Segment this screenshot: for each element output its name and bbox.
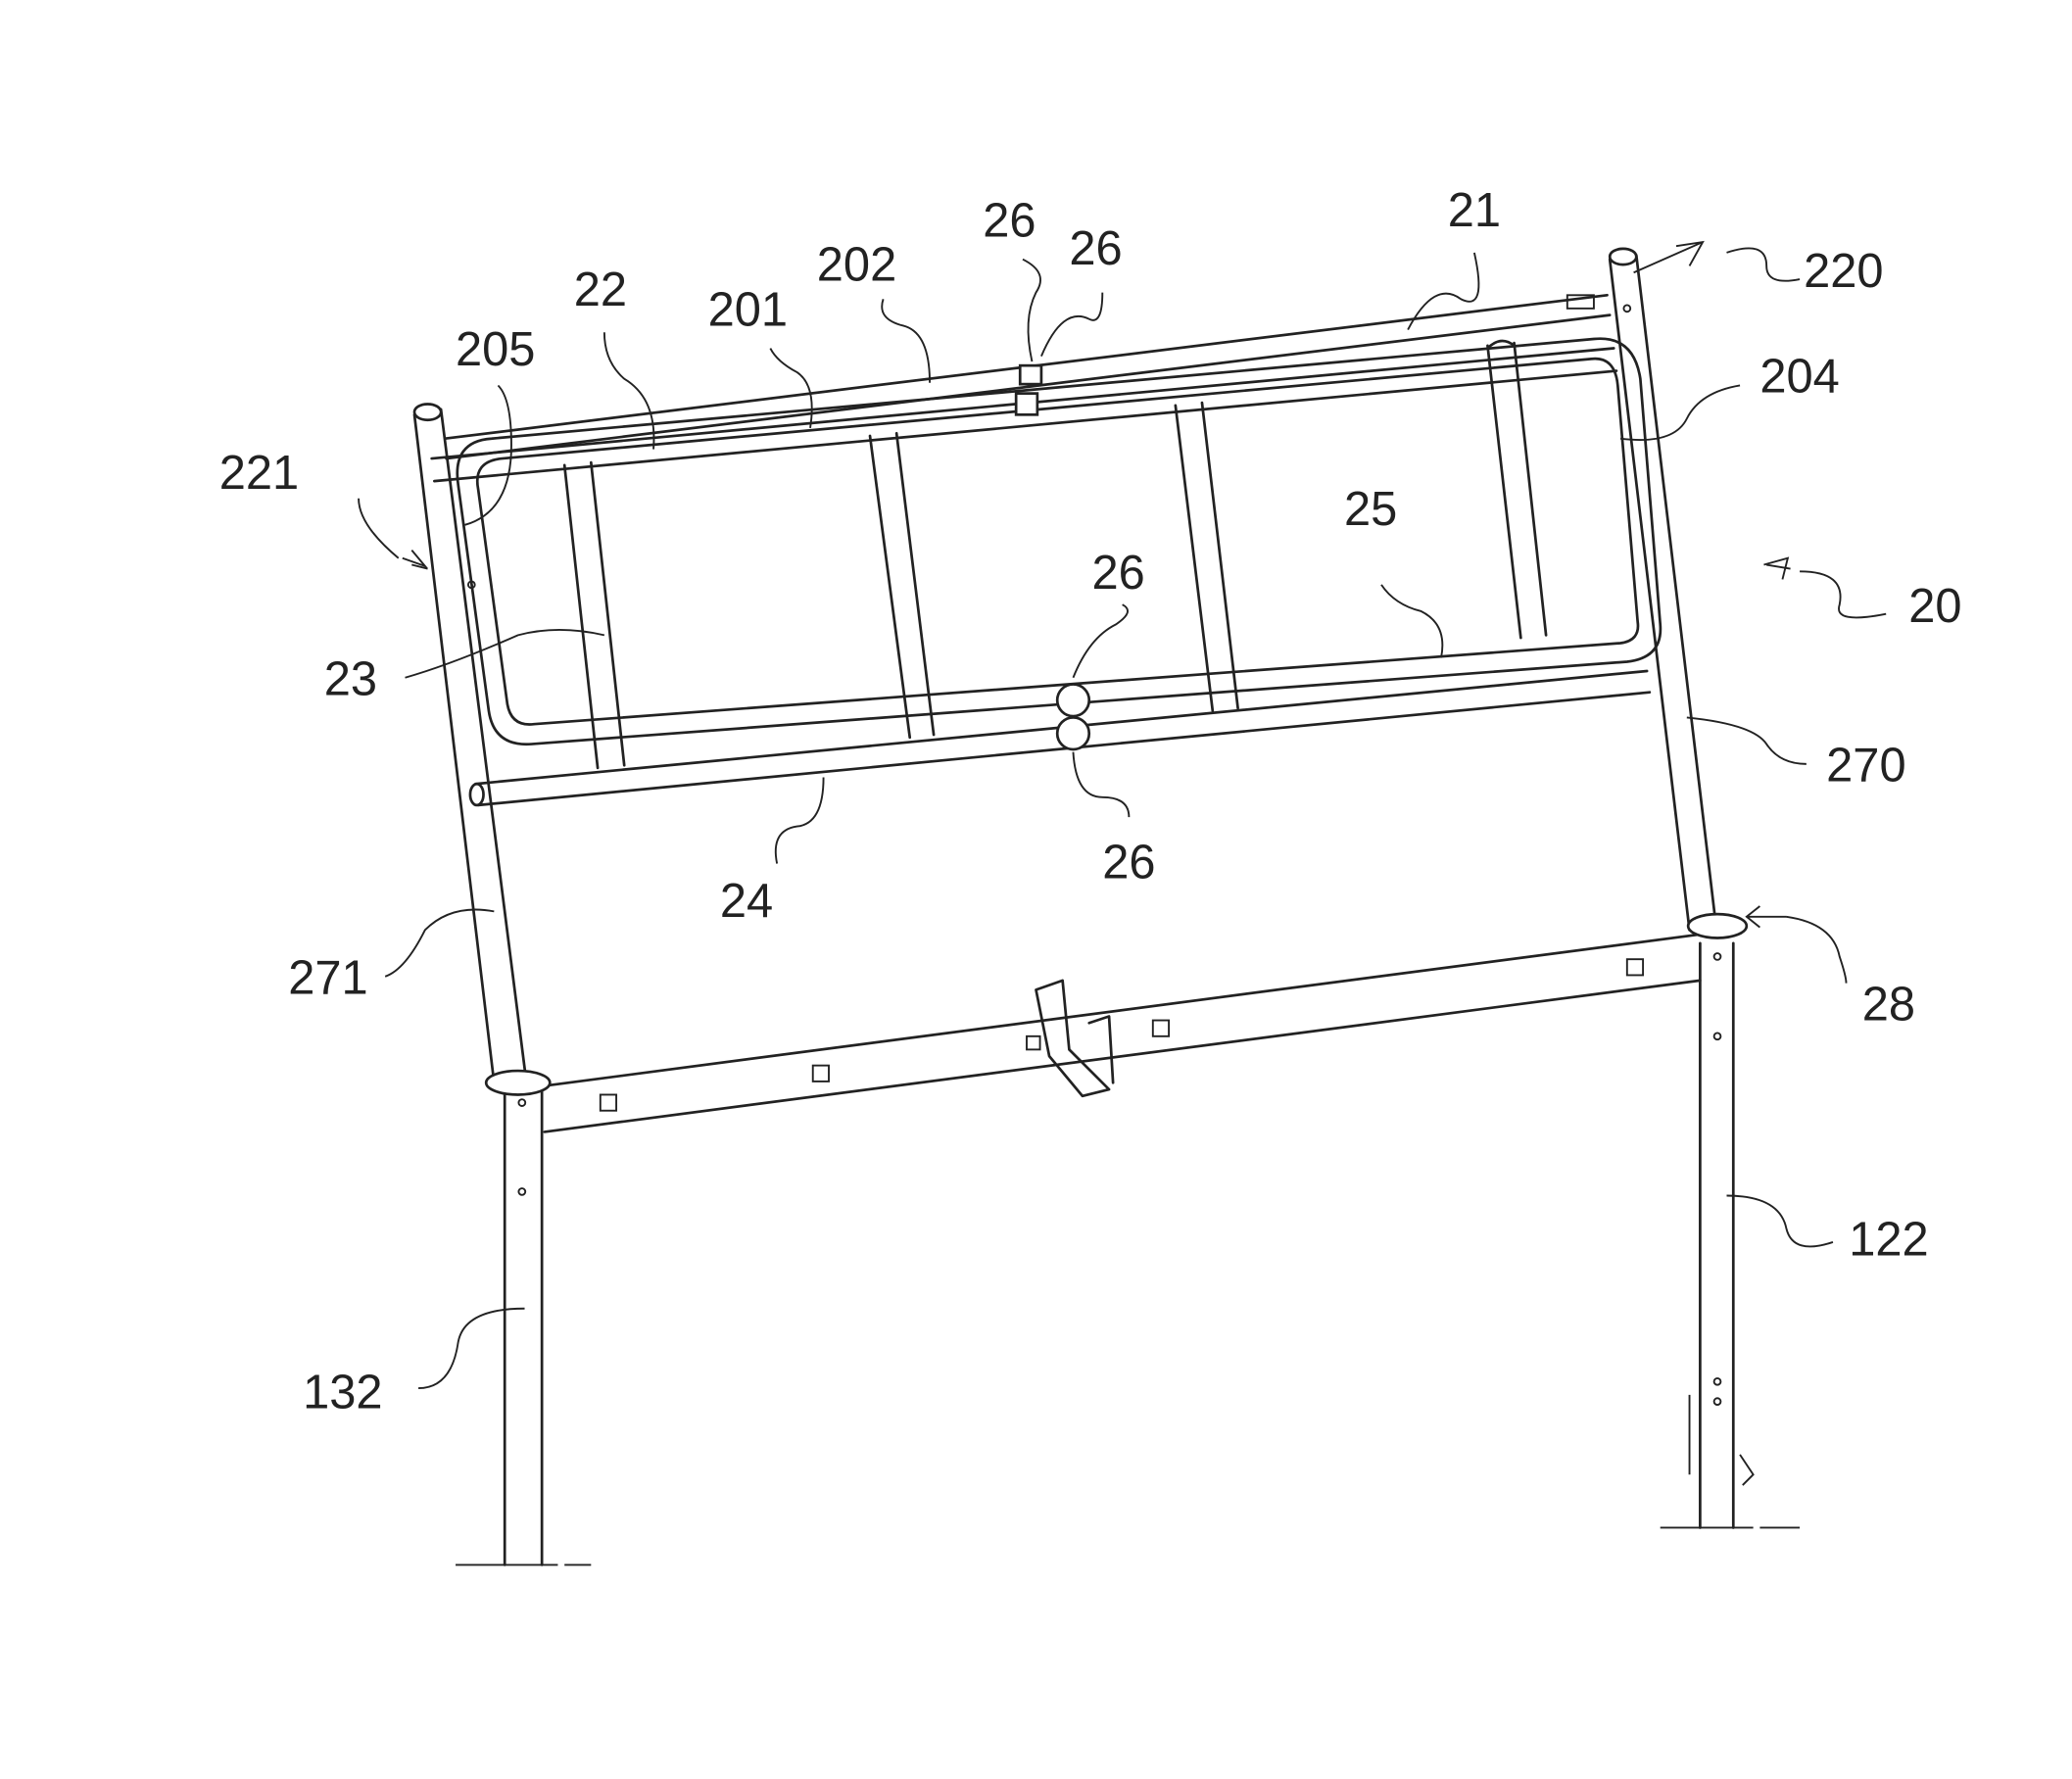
clamps-26 bbox=[1014, 363, 1091, 751]
side-post-271 bbox=[412, 403, 552, 1096]
leader-lines bbox=[358, 240, 1887, 1390]
label-201: 201 bbox=[708, 283, 788, 336]
label-205: 205 bbox=[456, 323, 535, 376]
label-202: 202 bbox=[817, 238, 896, 291]
label-220: 220 bbox=[1804, 245, 1883, 298]
label-221: 221 bbox=[219, 447, 299, 500]
label-271: 271 bbox=[288, 951, 367, 1004]
label-26-d: 26 bbox=[1102, 836, 1155, 889]
label-26-c: 26 bbox=[1091, 547, 1144, 600]
label-26-a: 26 bbox=[983, 195, 1036, 248]
label-23: 23 bbox=[324, 652, 377, 705]
leg-132 bbox=[456, 1090, 592, 1566]
vertical-slats-23 bbox=[562, 339, 1548, 770]
side-post-270 bbox=[1608, 247, 1749, 939]
leg-122 bbox=[1660, 941, 1801, 1529]
label-20: 20 bbox=[1908, 580, 1961, 633]
label-28: 28 bbox=[1862, 979, 1915, 1032]
hinge-joint-28 bbox=[1686, 912, 1749, 939]
label-21: 21 bbox=[1448, 184, 1501, 237]
label-270: 270 bbox=[1826, 740, 1905, 793]
lower-crossbar bbox=[536, 933, 1705, 1133]
label-22: 22 bbox=[574, 264, 627, 316]
label-26-b: 26 bbox=[1069, 222, 1122, 275]
label-204: 204 bbox=[1759, 350, 1839, 403]
inner-frame-25 bbox=[456, 337, 1662, 746]
hinge-joint-left bbox=[484, 1069, 552, 1096]
reference-labels: 21 220 204 26 26 202 201 22 205 221 25 2… bbox=[219, 184, 1962, 1419]
label-132: 132 bbox=[303, 1366, 382, 1418]
label-122: 122 bbox=[1849, 1214, 1928, 1267]
label-25: 25 bbox=[1344, 483, 1397, 536]
label-24: 24 bbox=[720, 875, 773, 928]
